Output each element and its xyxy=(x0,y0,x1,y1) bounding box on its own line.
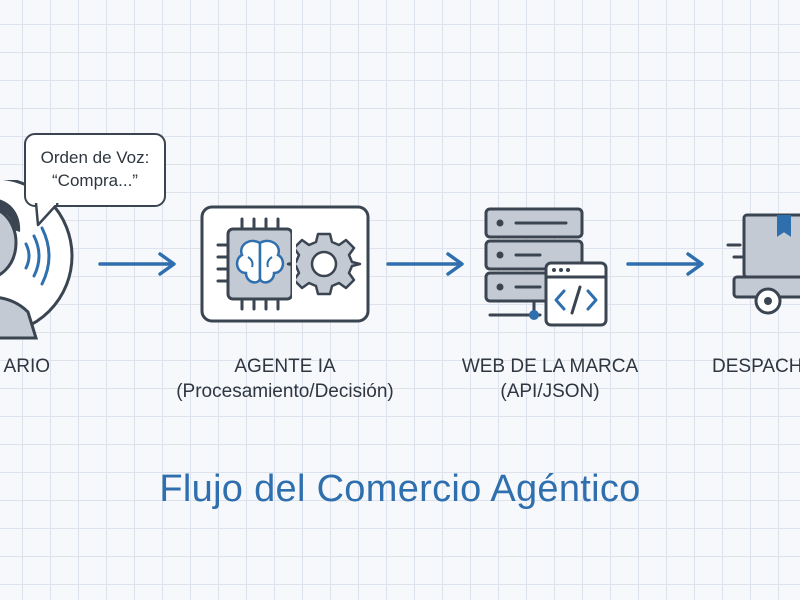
arrow-right-icon xyxy=(386,252,464,276)
node-label-dispatch-line1: DESPACH xyxy=(712,356,800,377)
diagram-title: Flujo del Comercio Agéntico xyxy=(159,468,641,510)
node-label-agent-line2: (Procesamiento/Decisión) xyxy=(176,381,394,402)
node-label-agent: AGENTE IA (Procesamiento/Decisión) xyxy=(150,354,420,404)
node-label-agent-line1: AGENTE IA xyxy=(234,356,336,377)
node-label-user: ARIO xyxy=(0,354,50,379)
voice-order-bubble: Orden de Voz: “Compra...” xyxy=(24,133,166,207)
bubble-line-2: “Compra...” xyxy=(52,171,138,190)
agent-node-icon xyxy=(200,205,370,323)
node-label-web: WEB DE LA MARCA (API/JSON) xyxy=(440,354,660,404)
bubble-line-1: Orden de Voz: xyxy=(40,148,150,167)
node-label-user-line1: ARIO xyxy=(3,356,50,377)
bubble-tail-icon xyxy=(34,203,59,227)
arrow-right-icon xyxy=(626,252,704,276)
arrow-right-icon xyxy=(98,252,176,276)
node-label-web-line2: (API/JSON) xyxy=(500,381,600,402)
node-label-dispatch: DESPACH xyxy=(712,354,800,379)
delivery-truck-icon xyxy=(726,213,800,315)
user-node-icon xyxy=(0,180,74,340)
node-label-web-line1: WEB DE LA MARCA xyxy=(461,356,639,377)
web-node-icon xyxy=(484,207,608,327)
